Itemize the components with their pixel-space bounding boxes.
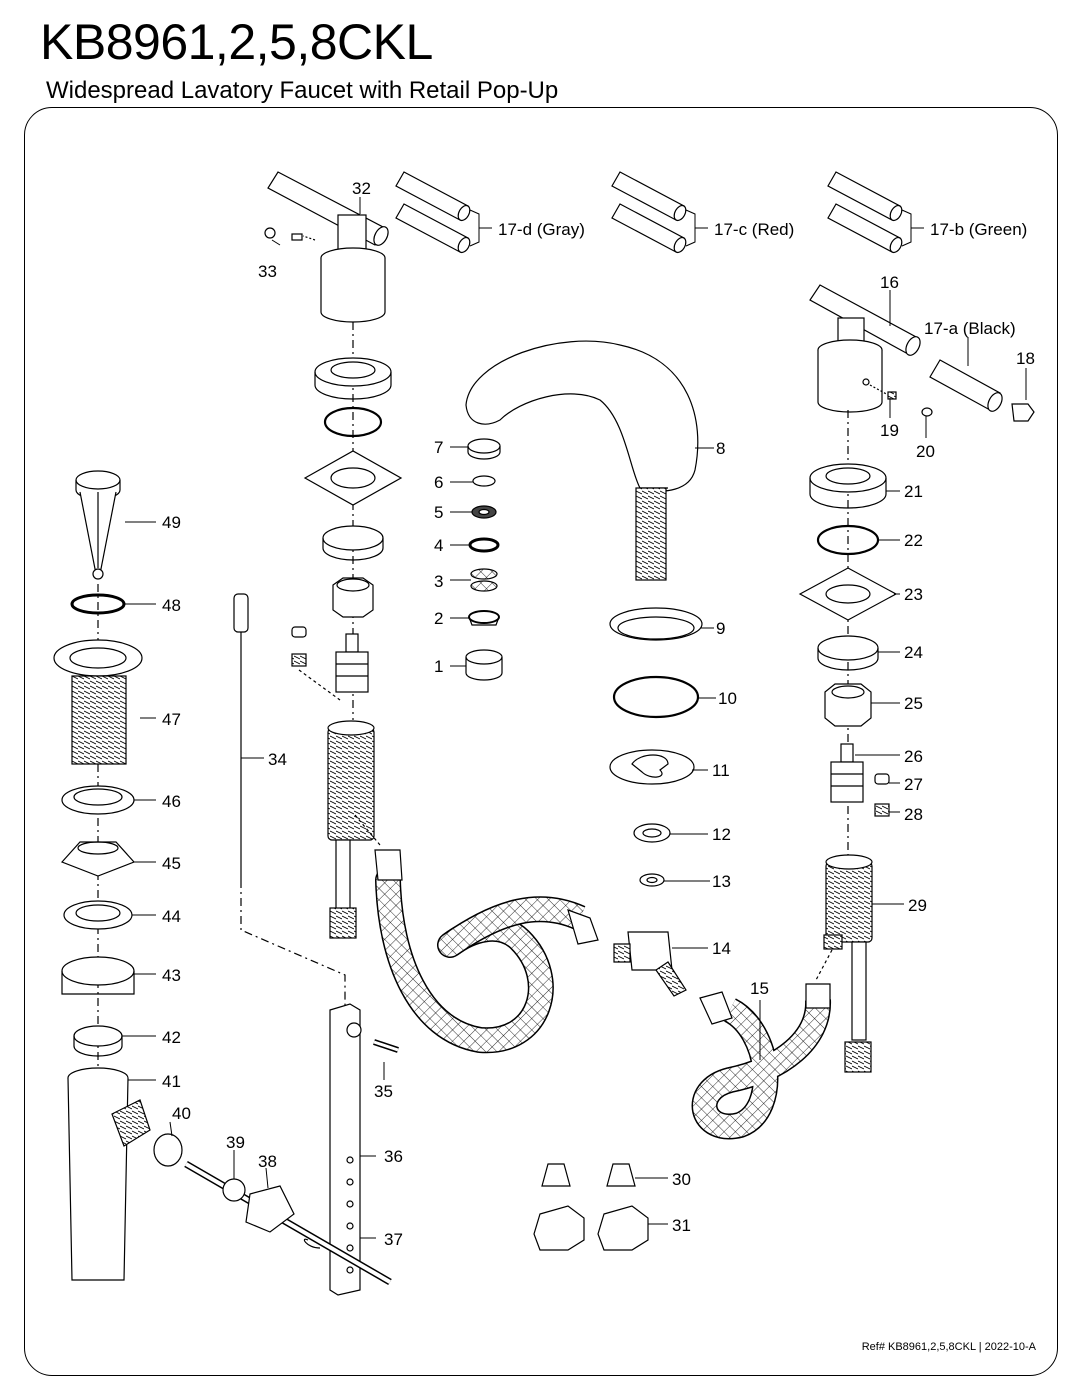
callout-38: 38 xyxy=(258,1152,277,1171)
callout-33: 33 xyxy=(258,262,277,281)
callout-20: 20 xyxy=(916,442,935,461)
callout-45: 45 xyxy=(162,854,181,873)
callout-47: 47 xyxy=(162,710,181,729)
left-cartridge xyxy=(291,626,369,701)
callout-11: 11 xyxy=(712,761,730,780)
callout-27: 27 xyxy=(904,775,923,794)
callout-40: 40 xyxy=(172,1104,191,1123)
drain-body-parts xyxy=(53,593,183,1281)
right-bonnet-parts xyxy=(798,463,898,727)
callout-39: 39 xyxy=(226,1133,245,1152)
callout-22: 22 xyxy=(904,531,923,550)
diagram-frame xyxy=(24,107,1058,1376)
callout-7: 7 xyxy=(434,438,443,457)
callout-34: 34 xyxy=(268,750,287,769)
callout-6: 6 xyxy=(434,473,443,492)
callout-12: 12 xyxy=(712,825,731,844)
callout-1: 1 xyxy=(434,657,443,676)
callout-17d: 17-d (Gray) xyxy=(498,220,585,239)
spout-8 xyxy=(465,340,699,581)
callout-28: 28 xyxy=(904,805,923,824)
callout-37: 37 xyxy=(384,1230,403,1249)
callout-25: 25 xyxy=(904,694,923,713)
model-title: KB8961,2,5,8CKL xyxy=(40,14,433,70)
callout-43: 43 xyxy=(162,966,181,985)
callout-49: 49 xyxy=(162,513,181,532)
callout-18: 18 xyxy=(1016,349,1035,368)
supply-hose-left xyxy=(374,849,599,1054)
callout-3: 3 xyxy=(434,572,443,591)
callout-17a: 17-a (Black) xyxy=(924,319,1016,338)
callout-46: 46 xyxy=(162,792,181,811)
compression-nuts-31 xyxy=(533,1205,649,1251)
right-cartridge xyxy=(830,743,890,817)
lift-rod-34 xyxy=(233,593,346,1005)
left-handle-32 xyxy=(264,171,389,323)
callout-15: 15 xyxy=(750,979,769,998)
right-valve-body xyxy=(815,854,873,1073)
callout-13: 13 xyxy=(712,872,731,891)
callout-24: 24 xyxy=(904,643,923,662)
callout-5: 5 xyxy=(434,503,443,522)
product-description: Widespread Lavatory Faucet with Retail P… xyxy=(46,77,559,104)
callout-31: 31 xyxy=(672,1216,691,1235)
callout-26: 26 xyxy=(904,747,923,766)
handle-sleeves xyxy=(395,171,903,254)
callout-10: 10 xyxy=(718,689,737,708)
reference-number: Ref# KB8961,2,5,8CKL | 2022-10-A xyxy=(861,1341,1036,1353)
callout-30: 30 xyxy=(672,1170,691,1189)
callout-36: 36 xyxy=(384,1147,403,1166)
callout-4: 4 xyxy=(434,536,443,555)
leader-lines xyxy=(122,197,1027,1239)
tee-fitting-14 xyxy=(613,931,687,997)
callout-42: 42 xyxy=(162,1028,181,1047)
callout-32: 32 xyxy=(352,179,371,198)
callout-17b: 17-b (Green) xyxy=(930,220,1027,239)
callout-23: 23 xyxy=(904,585,923,604)
compression-sleeves-30 xyxy=(541,1163,636,1187)
callout-41: 41 xyxy=(162,1072,181,1091)
callout-21: 21 xyxy=(904,482,923,501)
right-handle-16 xyxy=(809,284,1035,422)
callout-9: 9 xyxy=(716,619,725,638)
callout-48: 48 xyxy=(162,596,181,615)
callout-16: 16 xyxy=(880,273,899,292)
clevis-strap-36 xyxy=(329,1003,399,1296)
callout-17c: 17-c (Red) xyxy=(714,220,794,239)
callout-2: 2 xyxy=(434,609,443,628)
left-valve-body xyxy=(327,720,381,939)
pivot-rod-39 xyxy=(184,1160,392,1286)
callout-29: 29 xyxy=(908,896,927,915)
aerator-parts xyxy=(465,438,503,681)
spout-mount-parts xyxy=(609,607,703,887)
callout-19: 19 xyxy=(880,421,899,440)
supply-hose-right xyxy=(691,983,831,1140)
callout-14: 14 xyxy=(712,939,731,958)
callout-labels: 32 33 17-d (Gray) 17-c (Red) 17-b (Green… xyxy=(162,179,1035,1249)
drain-stopper-49 xyxy=(75,470,121,580)
callout-8: 8 xyxy=(716,439,725,458)
callout-35: 35 xyxy=(374,1082,393,1101)
callout-44: 44 xyxy=(162,907,181,926)
left-bonnet-parts xyxy=(303,357,403,618)
